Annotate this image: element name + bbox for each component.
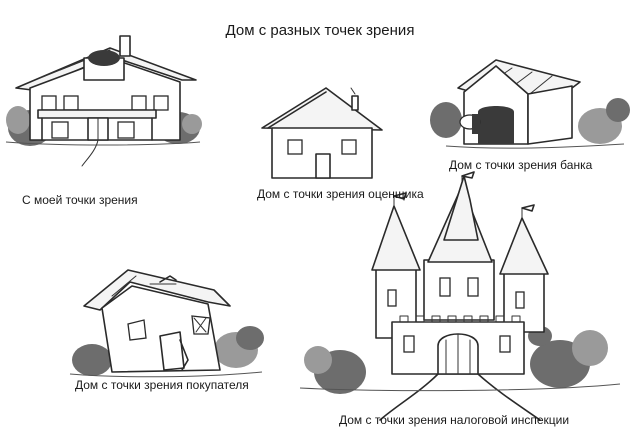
caption-buyer: Дом с точки зрения покупателя: [75, 378, 249, 392]
caption-bank: Дом с точки зрения банка: [449, 158, 593, 172]
doghouse-illustration: [430, 59, 630, 149]
page-title: Дом с разных точек зрения: [225, 22, 415, 39]
cottage-illustration: [5, 35, 202, 167]
caption-my-view: С моей точки зрения: [22, 193, 138, 207]
castle-illustration: [299, 171, 621, 421]
caption-tax-inspection: Дом с точки зрения налоговой инспекции: [339, 413, 570, 427]
caption-appraiser: Дом с точки зрения оценщика: [257, 187, 424, 201]
ruined-house-illustration: [69, 269, 264, 378]
simple-house-illustration: [261, 87, 383, 179]
